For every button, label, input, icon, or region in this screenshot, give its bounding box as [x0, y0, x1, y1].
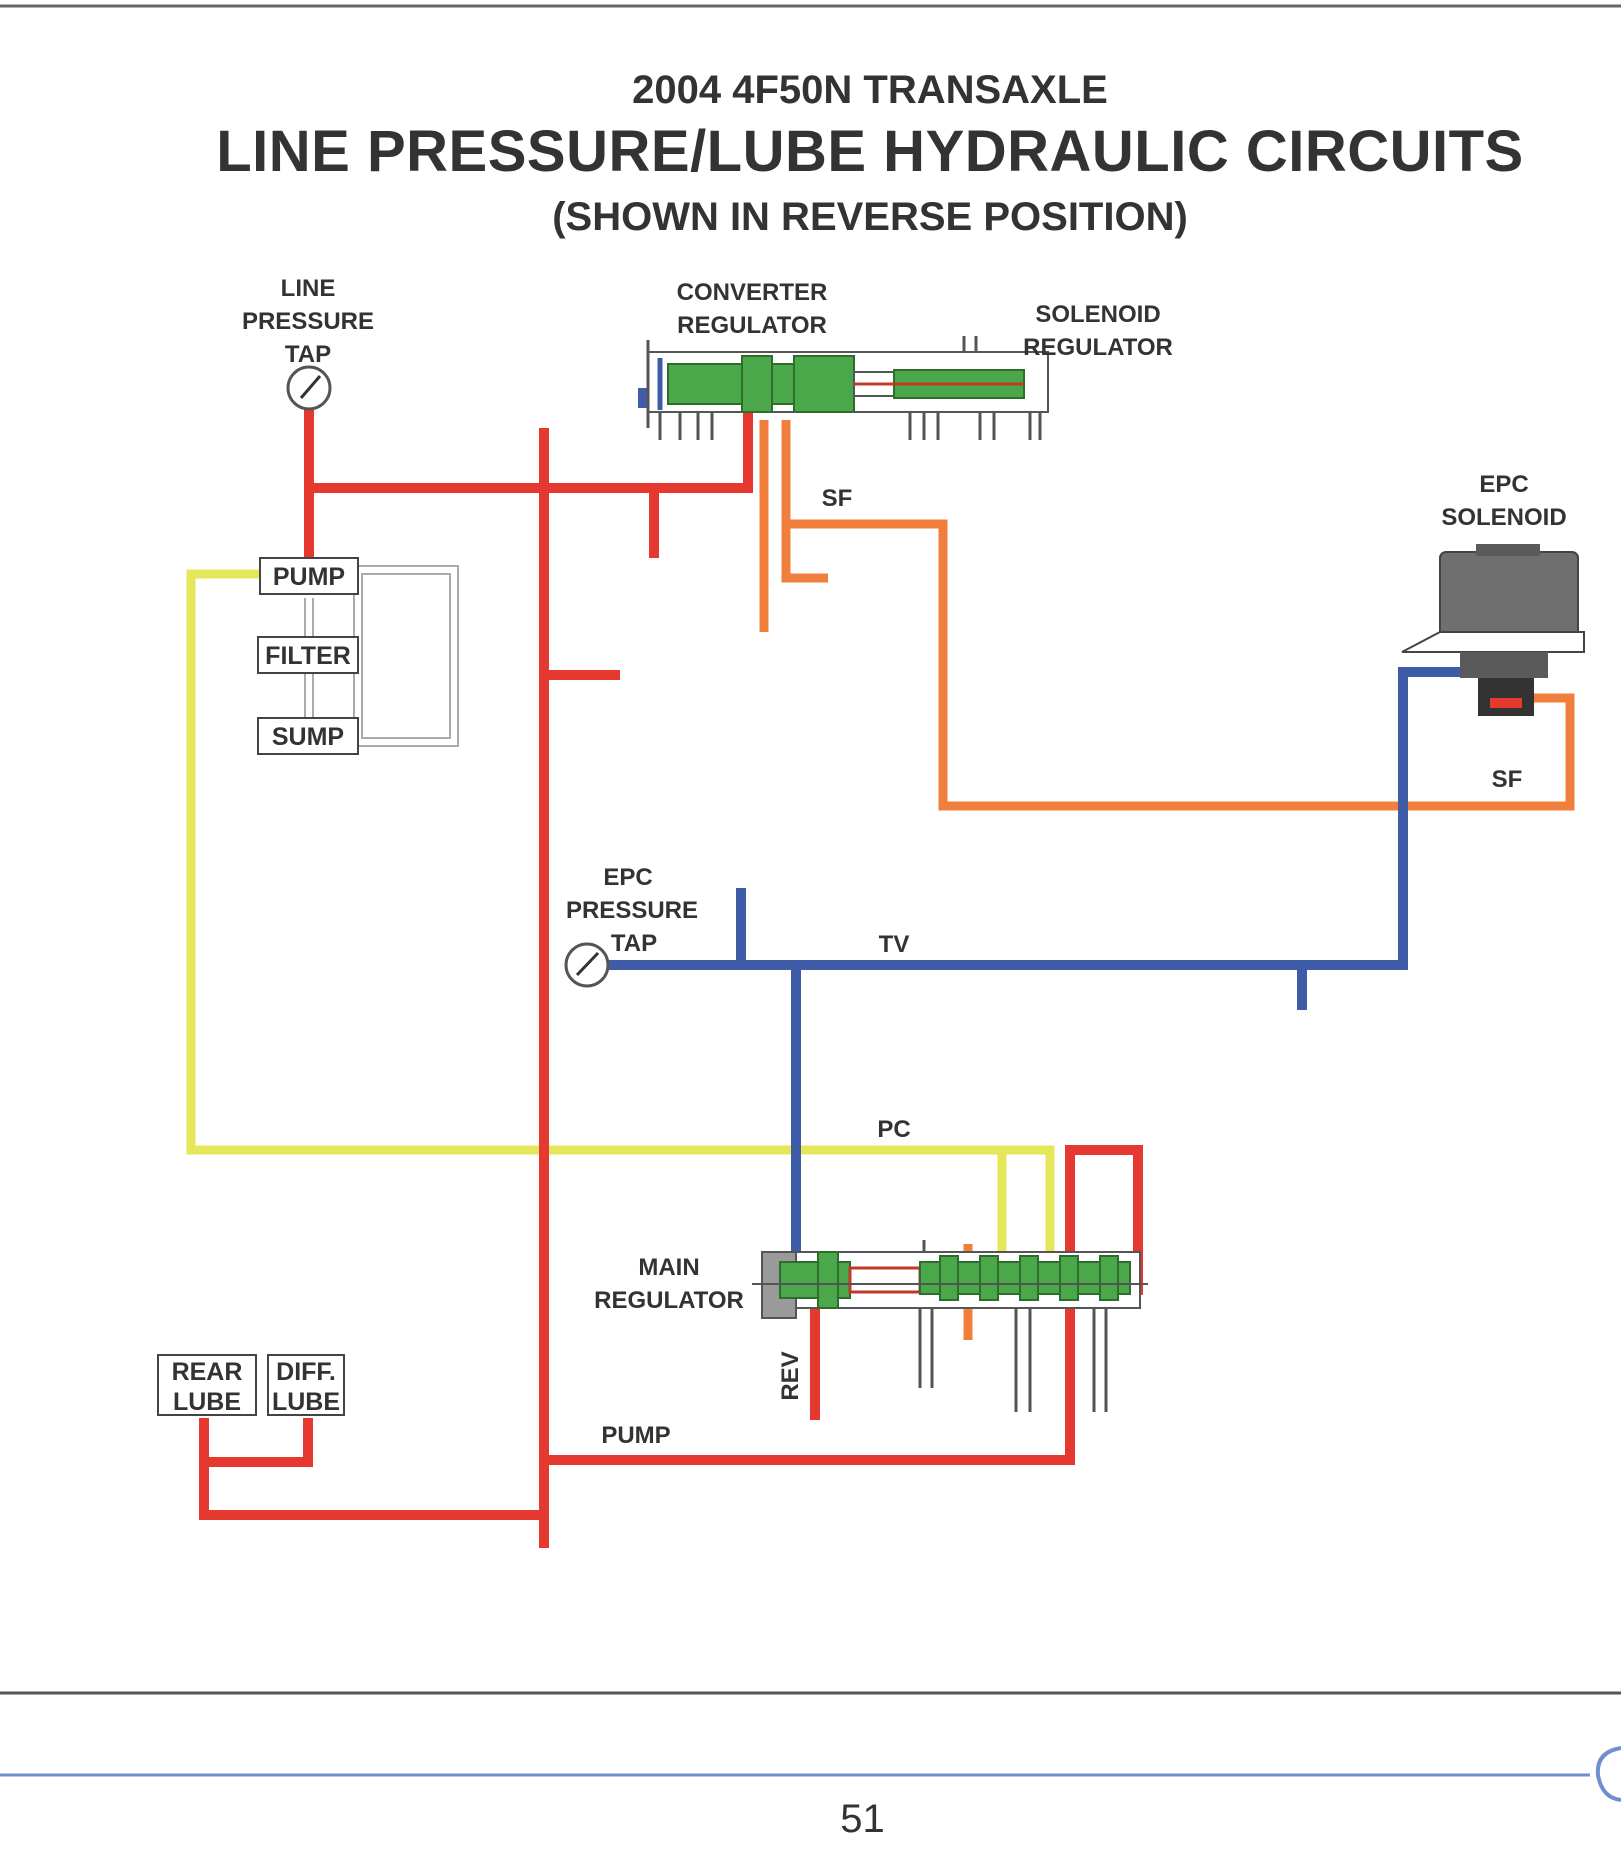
converter-regulator-valve [646, 336, 1049, 440]
epc-pressure-tap-label: EPC PRESSURE TAP [566, 864, 698, 957]
rear-lube-box: REAR LUBE [157, 1354, 257, 1416]
svg-text:REGULATOR: REGULATOR [594, 1287, 744, 1314]
epc-solenoid-icon [1401, 544, 1585, 716]
svg-text:REGULATOR: REGULATOR [1023, 334, 1173, 361]
svg-text:EPC: EPC [603, 864, 652, 891]
rev-label: REV [777, 1351, 804, 1400]
footer-tab-arc [1595, 1746, 1621, 1802]
svg-text:PRESSURE: PRESSURE [242, 308, 374, 335]
svg-text:CONVERTER: CONVERTER [677, 279, 828, 306]
page-title: LINE PRESSURE/LUBE HYDRAULIC CIRCUITS [216, 119, 1524, 184]
svg-text:PUMP: PUMP [273, 563, 345, 591]
svg-text:SUMP: SUMP [272, 723, 344, 751]
line-pressure-circuit [199, 408, 1143, 1548]
svg-text:REAR: REAR [172, 1358, 243, 1386]
page-number: 51 [840, 1797, 885, 1841]
svg-text:SOLENOID: SOLENOID [1035, 301, 1160, 328]
title-year: 2004 4F50N TRANSAXLE [632, 68, 1108, 112]
epc-solenoid-label: EPC SOLENOID [1441, 471, 1566, 531]
svg-text:MAIN: MAIN [638, 1254, 699, 1281]
main-regulator-valve [752, 1240, 1148, 1412]
svg-text:REGULATOR: REGULATOR [677, 312, 827, 339]
sf-label-top: SF [822, 485, 853, 512]
svg-text:SOLENOID: SOLENOID [1441, 504, 1566, 531]
solenoid-regulator-label: SOLENOID REGULATOR [1023, 301, 1173, 361]
line-pressure-gauge-icon [286, 365, 332, 411]
svg-text:LUBE: LUBE [173, 1388, 241, 1416]
svg-text:EPC: EPC [1479, 471, 1528, 498]
svg-text:TAP: TAP [285, 341, 331, 368]
title-subtitle: (SHOWN IN REVERSE POSITION) [552, 195, 1188, 239]
pc-label: PC [877, 1116, 910, 1143]
main-regulator-label: MAIN REGULATOR [594, 1254, 744, 1314]
line-pressure-tap-label: LINE PRESSURE TAP [242, 275, 374, 368]
svg-text:FILTER: FILTER [265, 642, 351, 670]
filter-box: FILTER [257, 636, 359, 674]
pump-box: PUMP [259, 557, 359, 595]
epc-pressure-gauge-icon [564, 942, 610, 988]
converter-regulator-label: CONVERTER REGULATOR [677, 279, 828, 339]
svg-text:TAP: TAP [611, 930, 657, 957]
tv-label: TV [879, 931, 910, 958]
sf-label-right: SF [1492, 766, 1523, 793]
svg-text:LUBE: LUBE [272, 1388, 340, 1416]
svg-text:LINE: LINE [281, 275, 336, 302]
diff-lube-box: DIFF. LUBE [267, 1354, 345, 1416]
svg-text:DIFF.: DIFF. [276, 1358, 336, 1386]
sump-box: SUMP [257, 717, 359, 755]
svg-text:PRESSURE: PRESSURE [566, 897, 698, 924]
tv-circuit [608, 388, 1496, 1273]
pump-line-label: PUMP [601, 1422, 670, 1449]
